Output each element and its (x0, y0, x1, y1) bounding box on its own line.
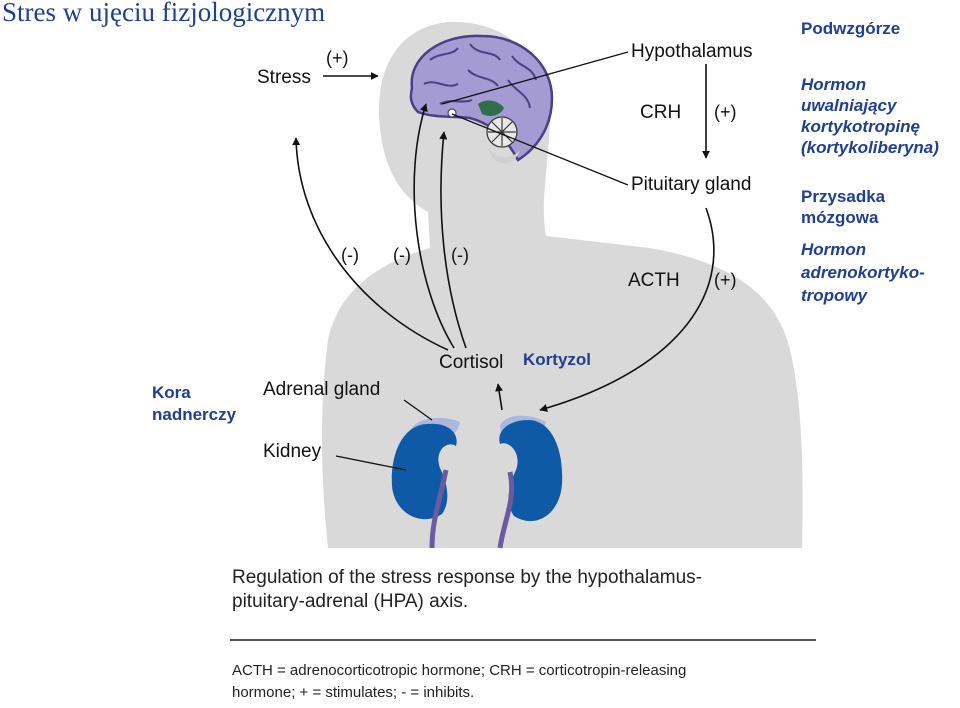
acth-sign: (+) (714, 270, 737, 290)
acth-polish-line-3: tropowy (801, 286, 868, 305)
caption-divider (230, 639, 816, 641)
crh-label: CRH (640, 102, 681, 123)
kidney-label: Kidney (263, 441, 322, 462)
hypothalamus-label: Hypothalamus (631, 41, 752, 62)
caption-title: Regulation of the stress response by the… (232, 566, 832, 614)
acth-polish-line-2: adrenokortyko- (801, 263, 925, 282)
przysadka-line-2: mózgowa (801, 208, 879, 227)
stress-label: Stress (257, 67, 311, 88)
caption-legend-line-2: hormone; + = stimulates; - = inhibits. (232, 684, 475, 701)
inhibit-sign-2: (-) (393, 245, 411, 265)
crh-polish-line-2: uwalniający (801, 96, 897, 115)
caption-legend-line-1: ACTH = adrenocorticotropic hormone; CRH … (232, 662, 687, 679)
inhibit-sign-3: (-) (451, 245, 469, 265)
cortisol-label: Cortisol (439, 352, 503, 373)
kidneys-icon (391, 415, 563, 549)
kora-line-1: Kora (152, 383, 191, 402)
acth-label: ACTH (628, 270, 680, 291)
inhibit-sign-1: (-) (341, 245, 359, 265)
caption-legend: ACTH = adrenocorticotropic hormone; CRH … (232, 660, 832, 704)
pituitary-label: Pituitary gland (631, 174, 751, 195)
przysadka-line-1: Przysadka (801, 187, 886, 206)
caption-title-line-2: pituitary-adrenal (HPA) axis. (232, 591, 469, 612)
kora-line-2: nadnerczy (152, 405, 237, 424)
crh-polish-line-3: kortykotropinę (801, 117, 921, 136)
slide-title: Stres w ujęciu fizjologicznym (2, 0, 326, 27)
acth-polish-line-1: Hormon (801, 240, 867, 259)
brain-icon (409, 34, 554, 164)
crh-sign: (+) (714, 102, 737, 122)
crh-polish-line-4: (kortykoliberyna) (801, 138, 939, 157)
caption-title-line-1: Regulation of the stress response by the… (232, 567, 702, 588)
podwzgorze-label: Podwzgórze (801, 19, 901, 38)
adrenal-gland-label: Adrenal gland (263, 379, 380, 400)
kortyzol-label: Kortyzol (523, 350, 591, 369)
crh-polish-line-1: Hormon (801, 75, 867, 94)
stress-sign: (+) (326, 48, 349, 68)
